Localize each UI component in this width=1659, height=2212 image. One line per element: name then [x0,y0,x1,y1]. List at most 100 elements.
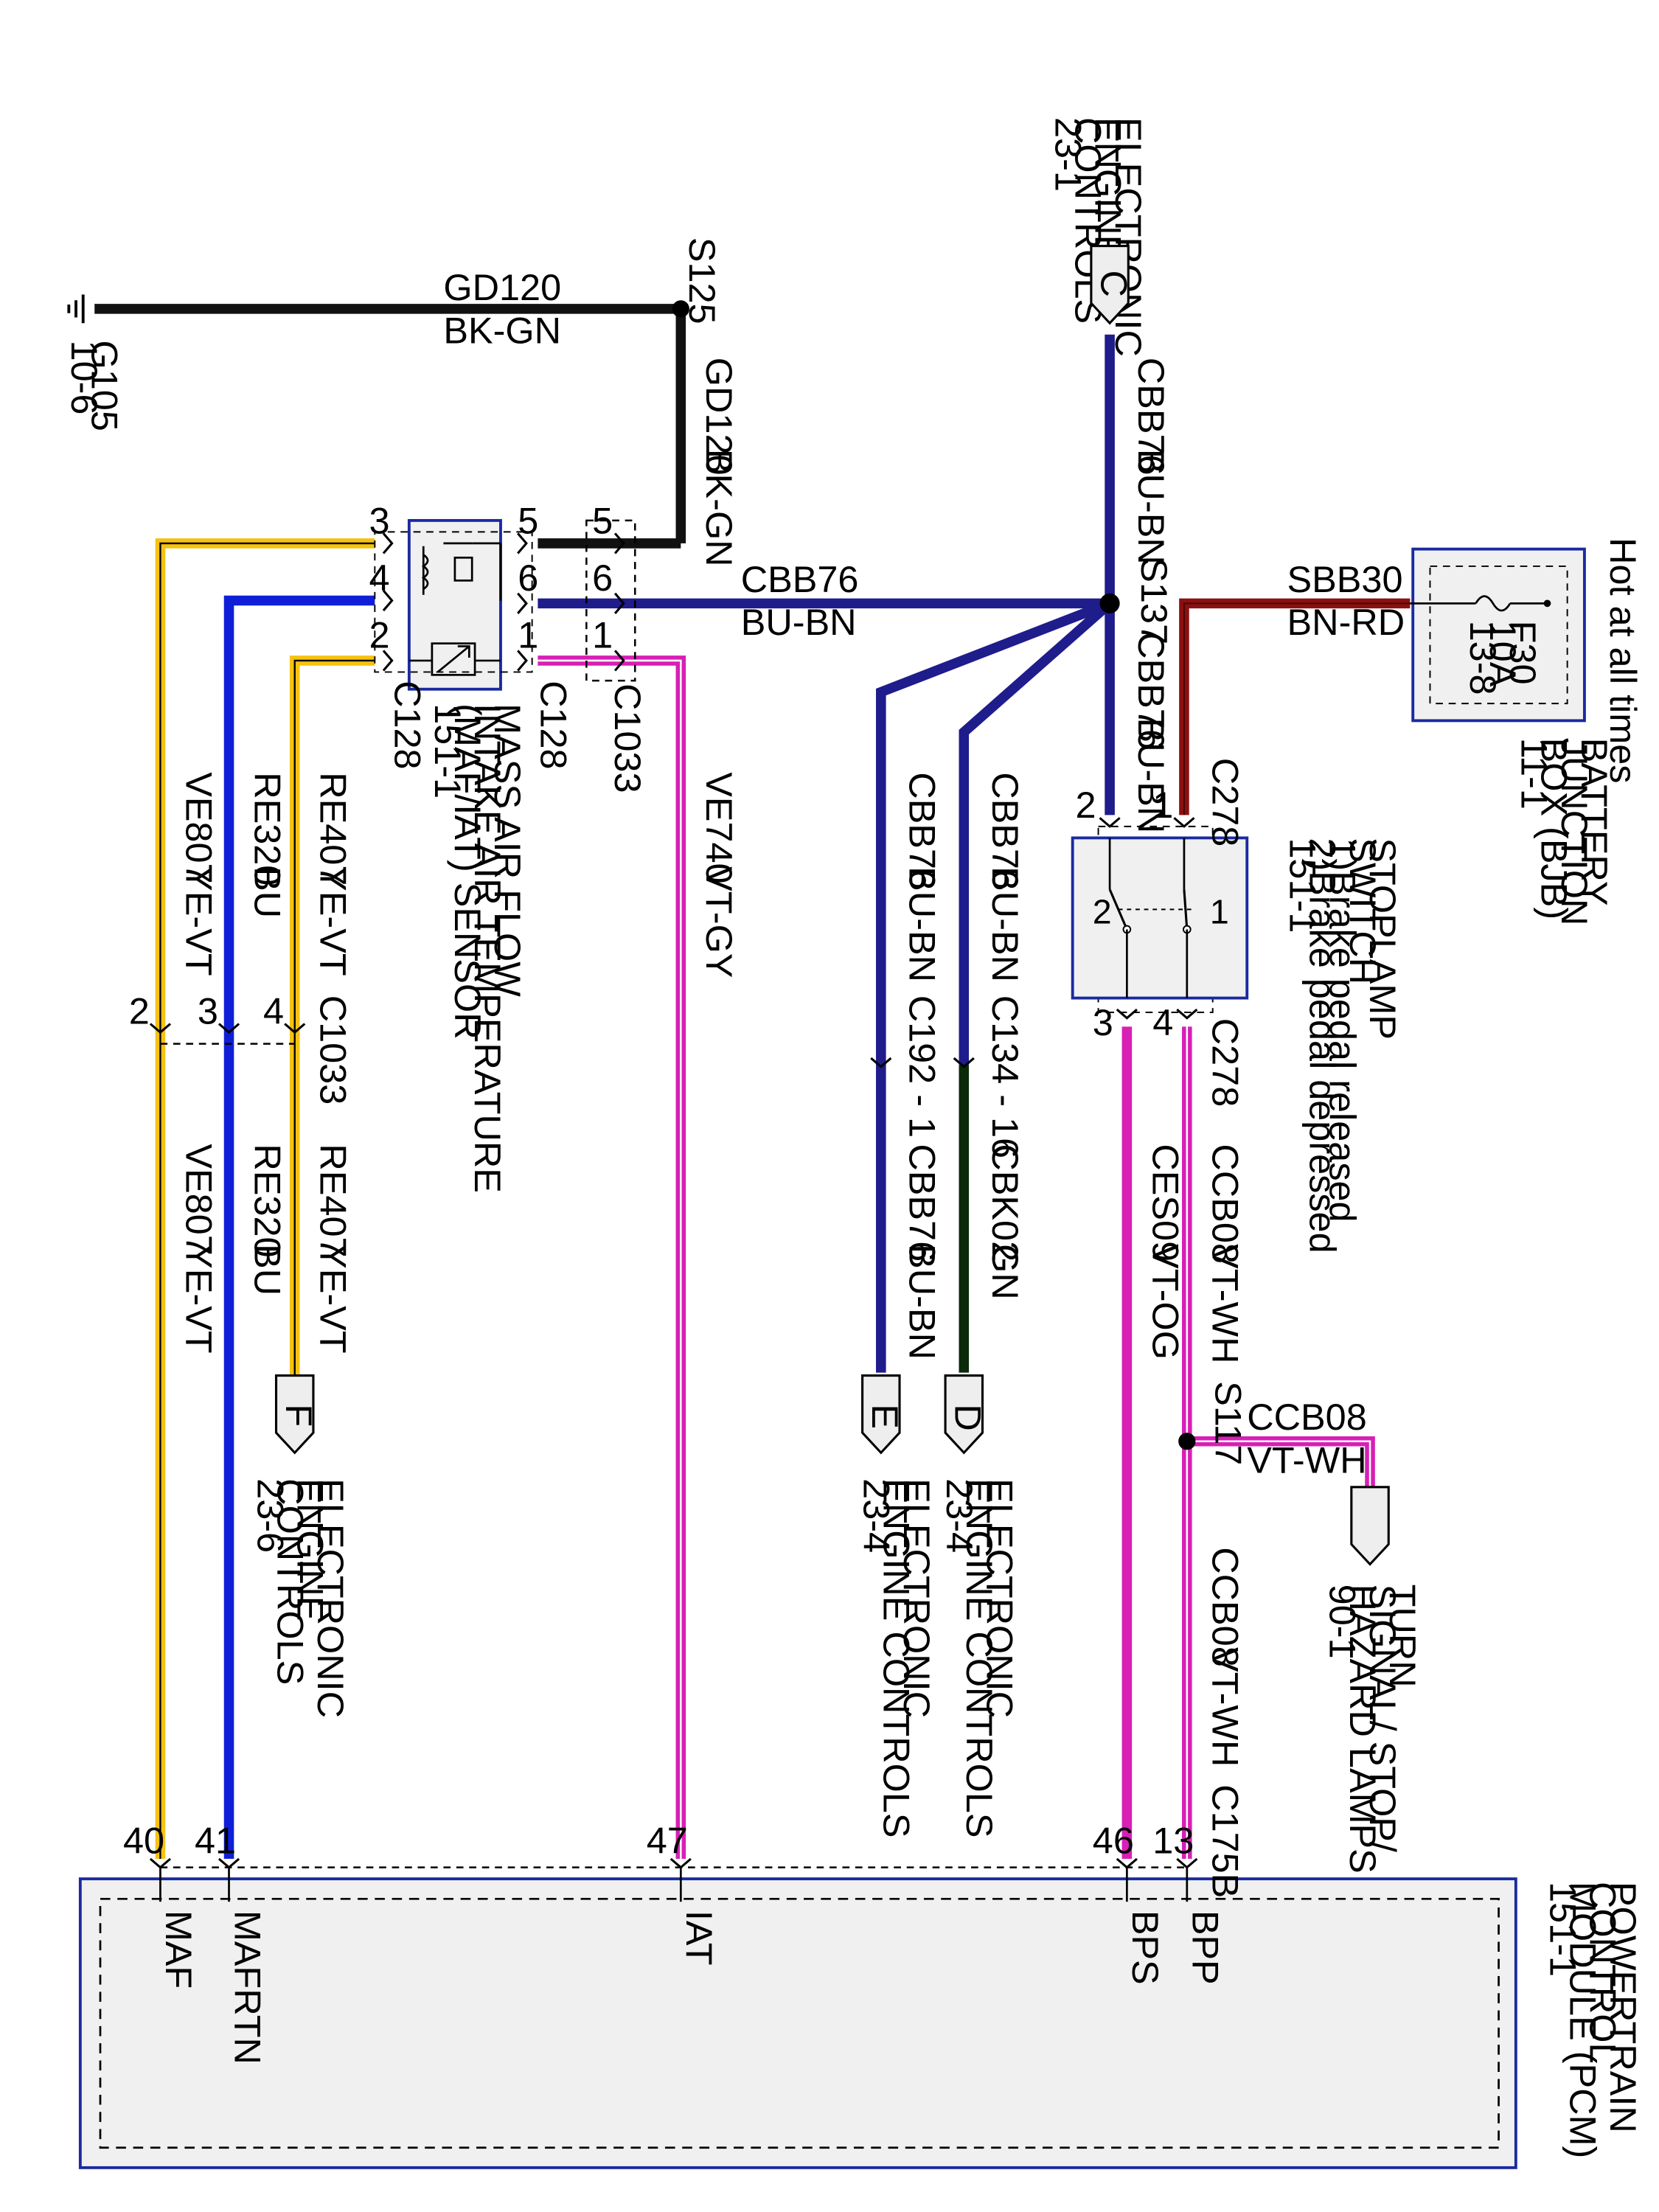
bjb-ref: 13-8 [1462,621,1504,695]
c1033-top-pin6: 6 [592,557,613,599]
pcm-title-line3: MODULE (PCM) [1562,1882,1604,2158]
c128-pin4: 4 [369,557,390,599]
label-re320-circuit: RE320 [246,772,288,886]
c128-pin6: 6 [518,557,538,599]
stoplamp-title-line4: 2)Brake pedal depressed [1302,838,1344,1253]
stoplamp-title-line3: 1)Brake pedal released [1322,838,1364,1222]
wires [94,304,1411,1860]
label-gd120-circuit: GD120 [443,266,561,308]
splice-s125 [672,300,689,318]
label-re407-color: YE-VT [313,866,355,975]
pcm-pin-41: 41 [195,1819,236,1861]
stoplamp-title-line2: SWITCH [1342,838,1384,984]
label-ve740-circuit: VE740 [698,772,740,883]
bjb-box [1411,547,1586,723]
splice-s137 [1099,593,1120,613]
maf-title-line3: (MAF/IAT) SENSOR [447,703,489,1040]
label-ccb08-low-circuit: CCB08 [1205,1547,1247,1667]
c192-label: C192 - 1 [902,995,944,1138]
pcm-label-bpp: BPP [1185,1910,1227,1985]
label-re407-circuit: RE407 [313,772,355,886]
label-cbb76-h-color: BU-BN [741,601,857,643]
ref-d: D ELECTRONIC ENGINE CONTROLS 23-4 [939,1374,1020,1837]
c128-left-name: C128 [386,681,428,770]
ref-top-line2: ENGINE [1088,117,1130,260]
ref-d-line2: ENGINE CONTROLS [959,1478,1001,1837]
ground-page: 10-6 [63,341,105,415]
ground-g105: G105 10-6 [63,294,125,431]
c134-label: C134 - 16 [984,995,1026,1158]
pcm-label-maf: MAF [158,1910,200,1989]
label-ccb08-circuit: CCB08 [1205,1144,1247,1264]
maf-sensor-box [407,518,502,691]
label-cbb76-h-circuit: CBB76 [741,558,859,600]
inline-connectors: C192 - 1 C134 - 16 [869,995,1026,1158]
stoplamp-title-page: 151-1 [1281,838,1324,933]
ref-e-line1: ELECTRONIC [896,1478,938,1718]
label-cbk02-color: GN [984,1244,1026,1300]
battery-junction-box: F30 10A 13-8 Hot at all times BATTERY JU… [1410,538,1644,925]
pcm-box [78,1877,1517,2169]
label-re320-low-color: BU [246,1244,288,1295]
wire-re320 [223,595,375,1860]
ref-top-page: 23-1 [1047,117,1089,192]
ref-turn-signal: TURN SIGNAL/ STOP/ HAZARD LAMPS 90-1 [1322,1486,1424,1874]
bjb-rating: 10A [1482,621,1524,687]
label-ces09-color: VT-OG [1144,1244,1186,1360]
label-cbb76-sw-color: BU-BN [1130,717,1172,833]
ref-f-line1: ELECTRONIC [310,1478,352,1718]
label-ccb08-h-circuit: CCB08 [1247,1396,1367,1438]
ref-e-page: 23-4 [856,1478,898,1553]
pcm-label-mafrtn: MAFRTN [226,1910,268,2065]
stoplamp-switch-box [1071,836,1249,1000]
bjb-hot-at-all-times: Hot at all times [1602,538,1644,783]
label-sbb30-circuit: SBB30 [1287,558,1403,600]
splice-s117 [1178,1433,1196,1450]
c1033-top-name: C1033 [607,684,649,793]
label-cbb76-c134-color: BU-BN [984,866,1026,982]
connector-c1033: 5 6 1 C1033 2 3 4 C1033 [129,499,649,1105]
label-re320-color: BU [246,866,288,918]
fuse-icon [1475,595,1512,612]
maf-iat-sensor: 3 4 2 5 6 1 C128 C128 MASS AIR FLOW INTA… [369,499,575,1193]
pcm-pin-13: 13 [1152,1819,1194,1861]
ref-f-page: 23-6 [249,1478,291,1553]
maf-coil-icon [421,546,429,595]
splice-s125-label: S125 [681,237,723,324]
label-ve807-color: YE-VT [178,866,220,975]
stoplamp-switch: 2 1 1 2 3 4 C278 C278 STOPLAMP SWITCH 1)… [1071,758,1404,1253]
label-cbb76-c192-circuit: CBB76 [902,772,944,890]
ground-name: G105 [83,341,125,431]
bjb-title-line3: BOX (BJB) [1534,738,1576,919]
ref-top-connector-letter: C [1093,271,1135,297]
label-cbb76-sw-circuit: CBB76 [1130,632,1172,750]
ref-e: E ELECTRONIC ENGINE CONTROLS 23-4 [856,1374,938,1837]
label-cbk02-circuit: CBK02 [984,1144,1026,1262]
svg-text:ENGINE: ENGINE [1088,117,1130,260]
ref-top-engine-controls: ELECTRONIC ENGINE CONTROLS 23-1 C [1047,117,1149,357]
label-re407-low-circuit: RE407 [313,1144,355,1257]
svg-text:23-1: 23-1 [1047,117,1089,192]
ref-e-letter: E [864,1404,906,1429]
c128-pin3: 3 [369,499,390,541]
label-cbb76-e-circuit: CBB76 [902,1144,944,1262]
pcm-pin-46: 46 [1093,1819,1134,1861]
ref-f-letter: F [278,1404,320,1427]
maf-title-line2: INTAKE AIR TEMPERATURE [467,703,509,1193]
label-sbb30-color: BN-RD [1287,601,1405,643]
splice-s117-label: S117 [1208,1381,1250,1465]
label-cbb76-e-color: BU-BN [902,1244,944,1360]
label-cbb76-c192-color: BU-BN [902,866,944,982]
ref-turn-line3: HAZARD LAMPS [1342,1585,1384,1874]
powertrain-control-module: 40 41 47 46 13 MAF MAFRTN IAT BPS BPP C1… [78,1784,1644,2169]
c278-bottom-name: C278 [1205,1018,1247,1107]
ref-turn-line2: SIGNAL/ STOP/ [1362,1585,1404,1852]
bjb-fuse: F30 [1502,621,1544,685]
c278-pin1: 1 [1152,784,1173,826]
wire-cbb76-to-c192 [876,599,1112,1373]
ref-turn-page: 90-1 [1322,1585,1364,1659]
c1033-bottom-pin2: 2 [129,990,150,1032]
c278-pin2: 2 [1076,784,1096,826]
c278-pin3: 3 [1093,1001,1113,1043]
